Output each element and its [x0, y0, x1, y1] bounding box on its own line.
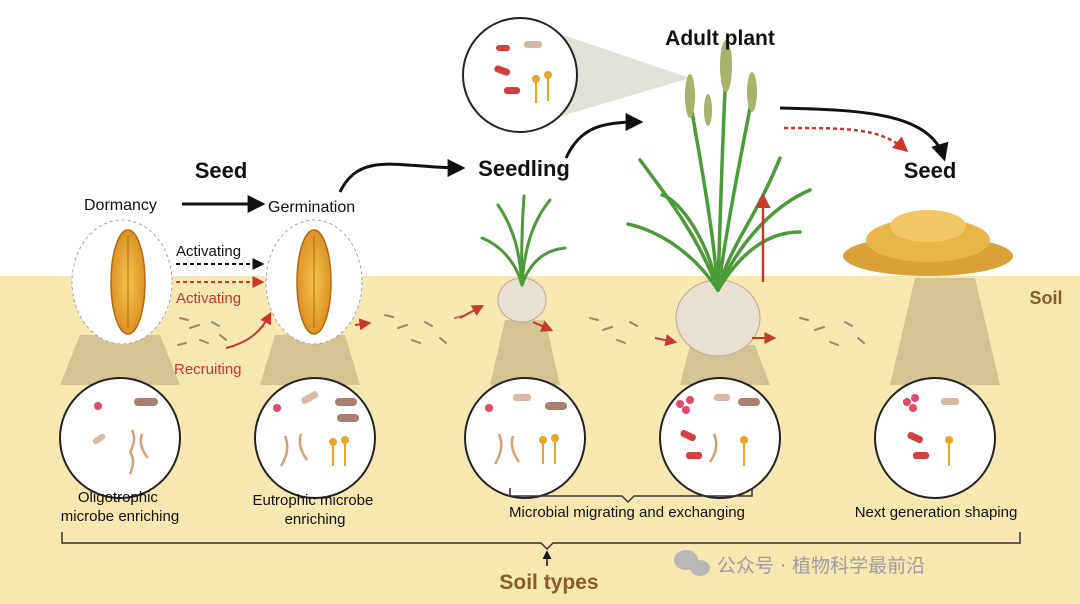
soil-microbe-swarms: [177, 314, 865, 346]
adult-to-seed-arrow: [779, 106, 949, 162]
process-arrows: [176, 106, 949, 349]
germination-to-seedling-arrow: [338, 158, 466, 193]
germinating-seed-bubble: [265, 219, 363, 345]
recruiting-label: Recruiting: [174, 361, 242, 378]
caption-oligotrophic-line-2: microbe enriching: [61, 508, 179, 525]
zoom-circles: [59, 17, 996, 499]
stage-adult-plant: Adult plant: [665, 27, 775, 50]
adult-zoom-cone: [548, 30, 690, 120]
adult-panicles: [685, 40, 757, 126]
magnifier-cones: [60, 278, 1000, 385]
seedling-to-adult-arrow: [564, 113, 644, 159]
caption-eutrophic-line-1: Eutrophic microbe: [252, 492, 373, 509]
dormancy-label: Dormancy: [84, 197, 157, 214]
caption-oligotrophic: Oligotrophic microbe enriching: [61, 489, 179, 525]
recruiting-arrow: [225, 311, 272, 349]
stage-seed-right: Seed: [904, 158, 957, 183]
red-dashed-to-seed-arrow: [783, 126, 909, 152]
soil-label: Soil: [1029, 288, 1062, 308]
activating-red-label: Activating: [176, 290, 241, 307]
activating-black-label: Activating: [176, 243, 241, 260]
stage-seedling: Seedling: [478, 156, 570, 181]
caption-eutrophic: Eutrophic microbe enriching: [252, 492, 377, 528]
stage-seed-left: Seed: [195, 158, 248, 183]
soil-types-label: Soil types: [499, 571, 598, 594]
seedling-plant: [480, 194, 567, 287]
microbe-glyphs: [92, 41, 959, 475]
dormant-seed-bubble: [71, 219, 173, 345]
watermark-text: 公众号 · 植物科学最前沿: [717, 555, 925, 577]
caption-oligotrophic-line-1: Oligotrophic: [78, 489, 159, 506]
seed-pile: [843, 210, 1013, 276]
caption-migrating: Microbial migrating and exchanging: [509, 504, 745, 521]
wechat-icon: [674, 550, 710, 576]
soil-types-bracket: [61, 532, 1021, 551]
migrating-bracket: [509, 488, 753, 504]
germination-label: Germination: [268, 199, 355, 216]
caption-eutrophic-line-2: enriching: [285, 511, 346, 528]
adult-plant: [626, 68, 812, 292]
caption-next-gen: Next generation shaping: [855, 504, 1018, 521]
